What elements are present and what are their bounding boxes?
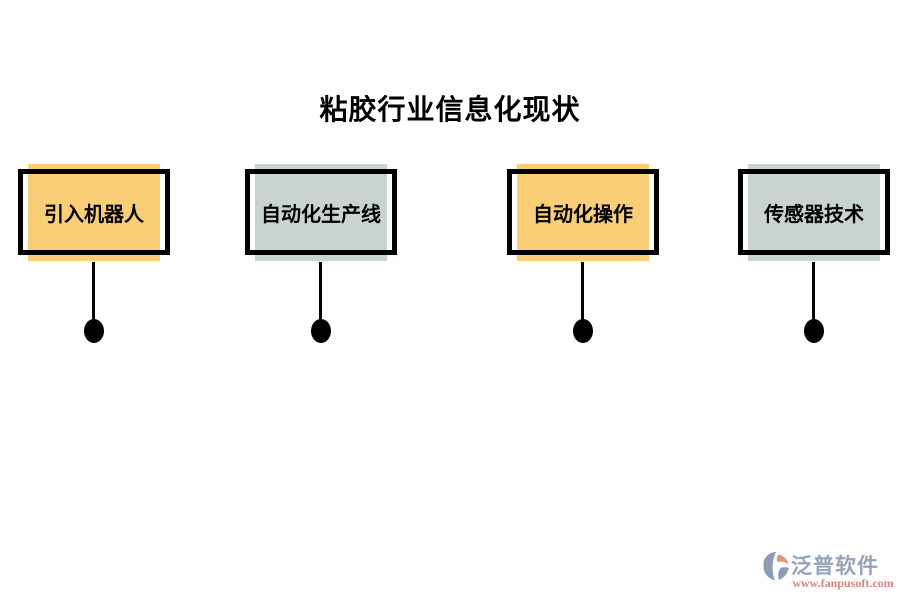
- node-sensor-tech: 传感器技术: [738, 164, 890, 355]
- connector-line: [812, 262, 815, 320]
- node-fill-shadow: [517, 164, 649, 261]
- watermark-url-text: www.fanpusoft.com: [792, 576, 894, 590]
- node-fill-shadow: [255, 164, 387, 261]
- connector-line: [92, 262, 95, 320]
- node-label: 传感器技术: [764, 203, 864, 226]
- node-frame: 自动化操作: [507, 169, 659, 255]
- connector-dot: [573, 319, 593, 343]
- node-frame: 引入机器人: [18, 169, 170, 255]
- connector-dot: [804, 319, 824, 343]
- connector-line: [581, 262, 584, 320]
- watermark-brand-text: 泛普软件: [791, 555, 879, 578]
- node-robot: 引入机器人: [18, 164, 170, 355]
- node-production-line: 自动化生产线: [245, 164, 397, 355]
- node-fill-shadow: [748, 164, 880, 261]
- node-label: 自动化操作: [533, 203, 633, 226]
- node-label: 引入机器人: [44, 203, 144, 226]
- connector-dot: [84, 319, 104, 343]
- node-frame: 自动化生产线: [245, 169, 397, 255]
- connector-line: [319, 262, 322, 320]
- connector-dot: [311, 319, 331, 343]
- node-fill-shadow: [28, 164, 160, 261]
- fanpu-logo-icon: [763, 552, 789, 581]
- node-automation-operation: 自动化操作: [507, 164, 659, 355]
- node-frame: 传感器技术: [738, 169, 890, 255]
- watermark: 泛普软件 www.fanpusoft.com: [760, 548, 896, 594]
- node-label: 自动化生产线: [261, 203, 381, 226]
- page-title: 粘胶行业信息化现状: [319, 94, 581, 125]
